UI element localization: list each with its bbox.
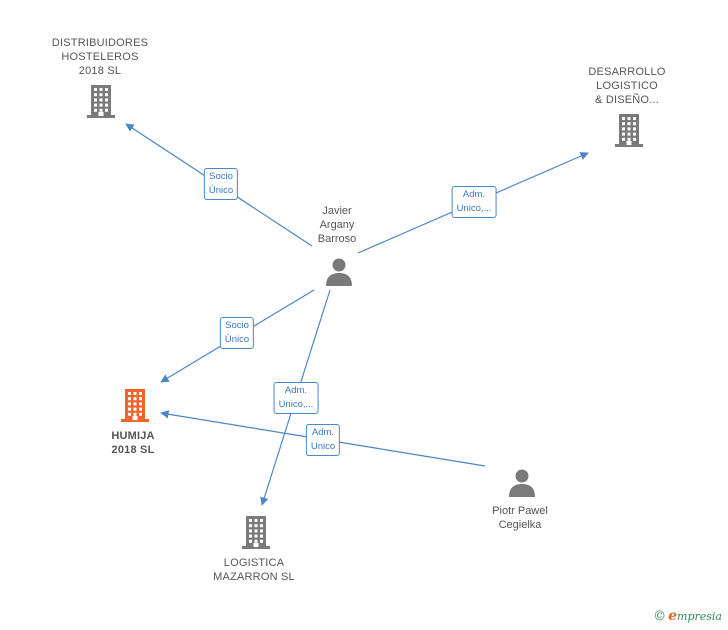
node-label-line: 2018 SL [111, 444, 155, 456]
node-label-line: Piotr Pawel [492, 505, 548, 517]
building-icon-distribuidores[interactable] [86, 83, 116, 124]
node-label-line: Barroso [317, 233, 357, 245]
node-label-line: Javier [322, 205, 352, 217]
edge-label-line: Único [224, 334, 250, 345]
building-icon-humija[interactable] [120, 387, 150, 428]
node-label-line: HOSTELEROS [61, 51, 139, 63]
person-icon-piotr[interactable] [507, 468, 537, 503]
edge-label-line: Adm. [284, 385, 308, 396]
node-label-logistica[interactable]: LOGISTICA MAZARRON SL [213, 556, 295, 584]
person-icon-javier[interactable] [324, 257, 354, 292]
edge-label-javier-to-desarrollo[interactable]: Adm. Unico,... [451, 186, 497, 218]
node-label-line: LOGISTICA [223, 557, 285, 569]
node-label-humija[interactable]: HUMIJA 2018 SL [111, 429, 154, 457]
node-label-line: DESARROLLO [588, 66, 666, 78]
building-icon-desarrollo[interactable] [614, 112, 644, 153]
building-icon-logistica[interactable] [241, 514, 271, 555]
edge-label-piotr-to-humija[interactable]: Adm. Unico [305, 424, 341, 456]
node-label-line: LOGISTICO [596, 80, 658, 92]
brand-initial: e [668, 608, 678, 624]
edge-label-line: Socio [225, 320, 249, 331]
brand-name: mpresia [677, 610, 722, 623]
node-label-line: HUMIJA [111, 430, 155, 442]
edge-label-line: Socio [209, 171, 233, 182]
node-label-line: 2018 SL [78, 65, 122, 77]
edge-label-line: Unico [310, 441, 336, 452]
node-label-line: MAZARRON SL [213, 571, 295, 583]
edge-label-javier-to-logistica[interactable]: Adm. Unico,... [273, 382, 319, 414]
brand-logo: ©empresia [653, 608, 722, 624]
edge-label-line: Unico,... [456, 203, 492, 214]
edge-label-line: Adm. [462, 189, 486, 200]
node-label-line: & DISEÑO... [595, 94, 659, 106]
node-label-desarrollo[interactable]: DESARROLLO LOGISTICO & DISEÑO... [588, 65, 665, 107]
node-label-distribuidores[interactable]: DISTRIBUIDORES HOSTELEROS 2018 SL [52, 36, 148, 78]
node-label-line: Argany [319, 219, 355, 231]
node-label-line: DISTRIBUIDORES [51, 37, 149, 49]
copyright-symbol: © [653, 609, 667, 624]
edge-label-line: Unico,... [278, 399, 314, 410]
edge-label-line: Único [208, 185, 234, 196]
node-label-line: Cegielka [498, 519, 542, 531]
edge-label-line: Adm. [311, 427, 335, 438]
